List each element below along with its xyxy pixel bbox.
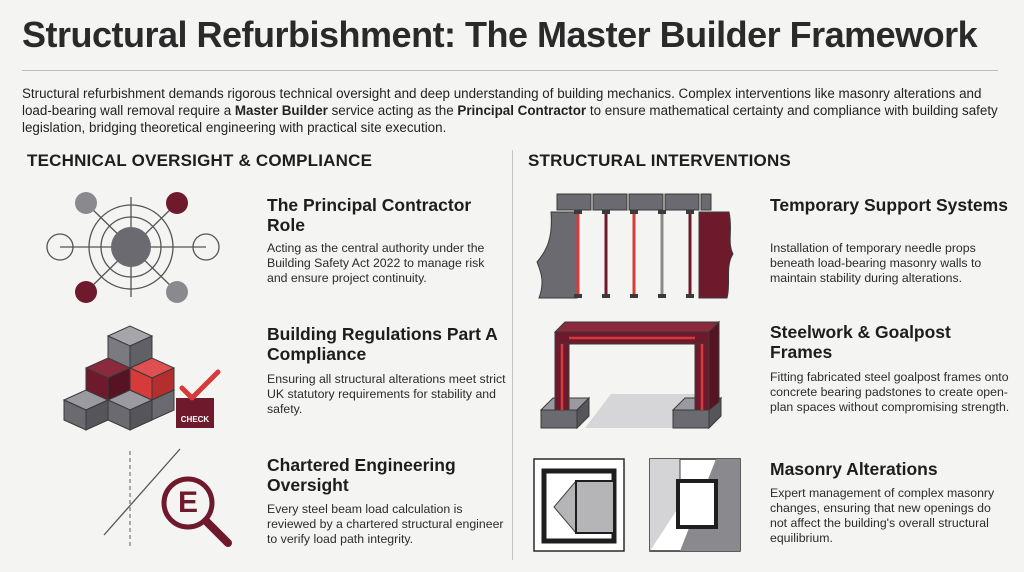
stacked-cubes-check-icon	[62, 325, 221, 431]
item-title-principal-contractor: The Principal Contractor Role	[267, 195, 472, 235]
intro-text-3: to ensure mathematical certainty and com…	[22, 103, 998, 135]
item-desc-principal-contractor: Acting as the central authority under th…	[267, 241, 485, 285]
engineer-magnifier-icon	[103, 448, 232, 549]
item-desc-temporary-support: Installation of temporary needle props b…	[770, 241, 982, 285]
item-desc-masonry-alterations: Expert management of complex masonry cha…	[770, 486, 995, 545]
needle-props-icon	[536, 193, 734, 299]
intro-bold-master-builder: Master Builder	[234, 103, 328, 118]
engineer-glyph: E	[177, 486, 198, 519]
item-title-chartered-engineering: Chartered Engineering Oversight	[267, 455, 456, 495]
item-desc-part-a: Ensuring all structural alterations meet…	[267, 372, 506, 416]
check-badge-label: CHECK	[180, 415, 210, 424]
intro-paragraph: Structural refurbishment demands rigorou…	[22, 85, 1002, 136]
page-title: Structural Refurbishment: The Master Bui…	[22, 14, 978, 55]
intro-bold-principal-contractor: Principal Contractor	[457, 103, 587, 118]
column-divider	[512, 150, 513, 560]
masonry-openings-icon	[533, 458, 741, 552]
left-section-heading: TECHNICAL OVERSIGHT & COMPLIANCE	[27, 151, 373, 170]
item-desc-steelwork: Fitting fabricated steel goalpost frames…	[770, 370, 1010, 414]
right-section-heading: STRUCTURAL INTERVENTIONS	[528, 151, 791, 170]
intro-text-1: Structural refurbishment demands rigorou…	[22, 86, 982, 118]
item-title-part-a: Building Regulations Part A Compliance	[267, 324, 498, 364]
item-title-steelwork: Steelwork & Goalpost Frames	[770, 322, 951, 362]
item-title-masonry-alterations: Masonry Alterations	[770, 459, 938, 479]
goalpost-frame-icon	[539, 320, 723, 430]
network-hub-icon	[46, 192, 220, 303]
item-desc-chartered-engineering: Every steel beam load calculation is rev…	[267, 502, 504, 546]
item-title-temporary-support: Temporary Support Systems	[770, 195, 1008, 215]
title-divider	[22, 70, 998, 71]
intro-text-2: service acting as the	[327, 103, 458, 118]
